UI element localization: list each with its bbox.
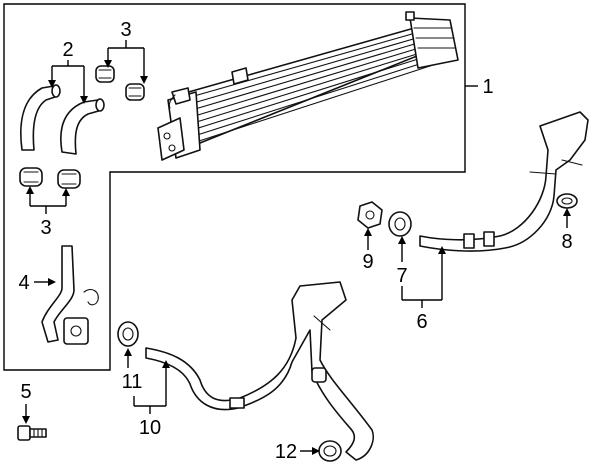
hose-clamp-top-2[interactable] xyxy=(125,83,145,101)
callout-3-top: 3 xyxy=(120,19,131,41)
callout-12: 12 xyxy=(275,441,297,463)
callout-9: 9 xyxy=(362,251,373,273)
nut[interactable] xyxy=(357,201,383,229)
bolt[interactable] xyxy=(17,425,47,441)
callout-1: 1 xyxy=(482,76,493,98)
cooler-pipe-lower[interactable] xyxy=(145,281,374,461)
callout-6: 6 xyxy=(416,311,427,333)
cooler-hose-left[interactable] xyxy=(20,84,61,151)
callout-8: 8 xyxy=(561,231,572,253)
callout-3-left: 3 xyxy=(40,217,51,239)
callout-4: 4 xyxy=(18,272,29,294)
cooler-hose-right[interactable] xyxy=(60,98,105,155)
insulator-lower[interactable] xyxy=(117,321,139,347)
callout-2: 2 xyxy=(62,39,73,61)
leader-2 xyxy=(51,60,85,100)
callout-7: 7 xyxy=(396,265,407,287)
leader-3-top xyxy=(107,40,145,80)
leader-6 xyxy=(401,250,443,308)
assembly-group-outline xyxy=(3,3,466,371)
insulator[interactable] xyxy=(388,211,412,237)
hose-clamp-top-1[interactable] xyxy=(95,65,115,83)
hose-clamp-bottom-1[interactable] xyxy=(19,167,43,187)
cooler-pipe-upper[interactable] xyxy=(419,111,589,252)
callout-11: 11 xyxy=(122,371,143,393)
leader-10 xyxy=(133,364,167,414)
seal-ring-lower[interactable] xyxy=(318,440,342,462)
callout-10: 10 xyxy=(139,417,161,439)
callout-5: 5 xyxy=(20,381,31,403)
oil-cooler[interactable] xyxy=(157,11,459,161)
leader-3-left xyxy=(29,190,67,214)
seal-ring[interactable] xyxy=(556,193,578,209)
hose-clamp-bottom-2[interactable] xyxy=(57,169,81,189)
cooler-tube-fitting[interactable] xyxy=(41,245,99,345)
